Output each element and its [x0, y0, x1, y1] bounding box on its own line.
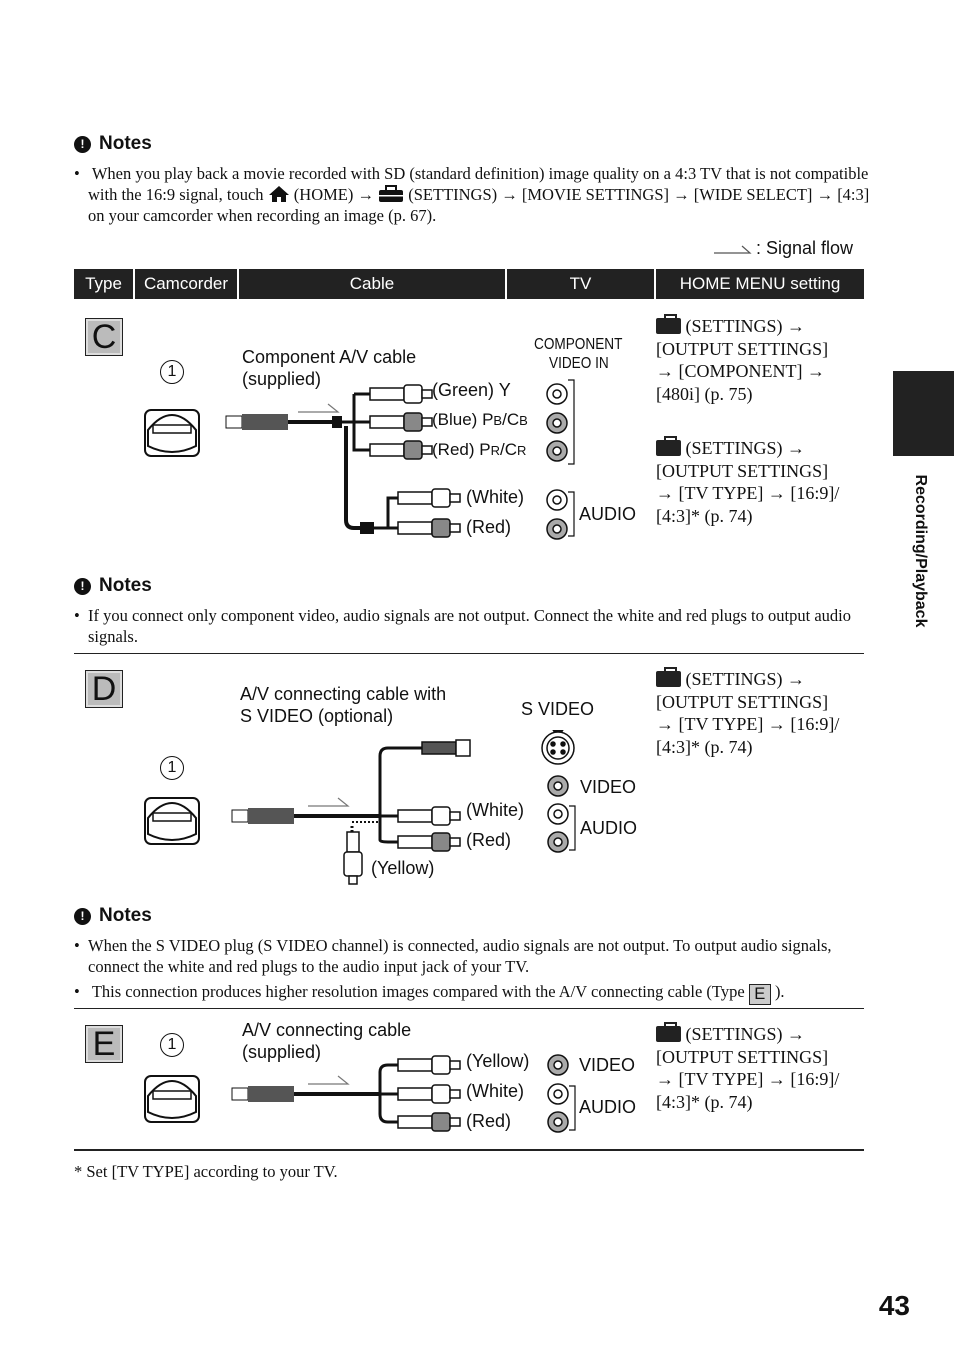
page-number: 43	[878, 1290, 910, 1321]
settings-icon	[656, 314, 681, 334]
type-e-inline-box: E	[748, 984, 771, 1005]
camcorder-jack-number: 1	[160, 1033, 184, 1057]
svideo-jack	[541, 730, 575, 853]
tv-audio-label: AUDIO	[579, 504, 637, 524]
svideo-cable-diagram	[144, 730, 576, 885]
camcorder-jack-icon	[144, 797, 200, 845]
tv-video-label: VIDEO	[580, 777, 637, 797]
signal-arrow-icon	[714, 245, 752, 254]
cable-label: Component A/V cable	[242, 347, 417, 367]
tv-component-in-label-2: VIDEO IN	[549, 355, 609, 372]
cable-label: A/V connecting cable	[242, 1020, 412, 1040]
tv-jacks	[546, 383, 568, 540]
settings-icon	[656, 1022, 681, 1042]
note-bullet: When you play back a movie recorded with…	[74, 163, 878, 226]
header-home-menu: HOME MENU setting	[656, 269, 864, 299]
note-bullet: When the S VIDEO plug (S VIDEO channel) …	[74, 935, 878, 977]
header-type: Type	[74, 269, 133, 299]
footnote: * Set [TV TYPE] according to your TV.	[74, 1162, 338, 1181]
divider	[74, 653, 864, 654]
plug-label-yellow: (Yellow)	[466, 1051, 530, 1071]
settings-icon	[379, 185, 404, 202]
home-menu-setting: (SETTINGS) → [OUTPUT SETTINGS] → [TV TYP…	[656, 1022, 840, 1112]
home-icon	[268, 186, 289, 202]
home-menu-setting: (SETTINGS) → [OUTPUT SETTINGS] → [COMPON…	[656, 314, 829, 404]
notes-icon: !	[74, 907, 91, 925]
plug-label-white: (White)	[466, 800, 524, 820]
av-cable-diagram	[144, 1054, 576, 1133]
tv-audio-label: AUDIO	[579, 1097, 637, 1117]
divider	[74, 1008, 864, 1009]
camcorder-jack-number: 1	[160, 756, 184, 780]
signal-flow-legend: : Signal flow	[712, 238, 853, 259]
camcorder-jack-icon	[144, 1075, 200, 1123]
notes-icon: !	[74, 577, 91, 595]
cable-label-supplied: (supplied)	[242, 1042, 322, 1062]
settings-icon	[656, 436, 681, 456]
section-tab-label: Recording/Playback	[912, 474, 929, 628]
component-cable-diagram	[144, 379, 575, 540]
notes-icon: !	[74, 135, 91, 153]
tv-component-in-label: COMPONENT	[534, 336, 623, 353]
type-e-box: E	[85, 1025, 123, 1063]
home-menu-setting: (SETTINGS) → [OUTPUT SETTINGS] → [TV TYP…	[656, 667, 840, 757]
notes-heading: ! Notes	[74, 905, 152, 927]
type-d-box: D	[85, 670, 123, 708]
header-tv: TV	[507, 269, 654, 299]
cable-label: A/V connecting cable with	[240, 684, 447, 704]
plug-label-white: (White)	[466, 1081, 524, 1101]
section-tab	[893, 371, 954, 456]
camcorder-jack-icon	[144, 409, 200, 457]
plug-label-red-audio: (Red)	[466, 517, 512, 537]
notes-heading: ! Notes	[74, 575, 152, 597]
cable-label-supplied: (supplied)	[242, 369, 322, 389]
home-menu-setting: (SETTINGS) → [OUTPUT SETTINGS] → [TV TYP…	[656, 436, 840, 526]
notes-heading: ! Notes	[74, 133, 152, 155]
plug-label-yellow: (Yellow)	[371, 858, 435, 878]
type-c-box: C	[85, 318, 123, 356]
plug-label-red: (Red)	[466, 830, 512, 850]
camcorder-jack-number: 1	[160, 360, 184, 384]
table-bottom-rule	[74, 1149, 864, 1151]
plug-label-green: (Green) Y	[432, 380, 511, 400]
tv-jacks	[547, 1054, 569, 1133]
plug-label-red: (Red) PR/CR	[432, 440, 527, 459]
plug-label-red: (Red)	[466, 1111, 512, 1131]
header-cable: Cable	[239, 269, 505, 299]
tv-svideo-label: S VIDEO	[521, 699, 595, 719]
note-bullet: This connection produces higher resoluti…	[74, 981, 878, 1005]
cable-label-optional: S VIDEO (optional)	[240, 706, 394, 726]
plug-label-blue: (Blue) PB/CB	[432, 410, 528, 429]
tv-audio-label: AUDIO	[580, 818, 638, 838]
header-camcorder: Camcorder	[135, 269, 237, 299]
tv-video-label: VIDEO	[579, 1055, 636, 1075]
plug-label-white: (White)	[466, 487, 524, 507]
note-bullet: If you connect only component video, aud…	[74, 605, 878, 647]
settings-icon	[656, 667, 681, 687]
